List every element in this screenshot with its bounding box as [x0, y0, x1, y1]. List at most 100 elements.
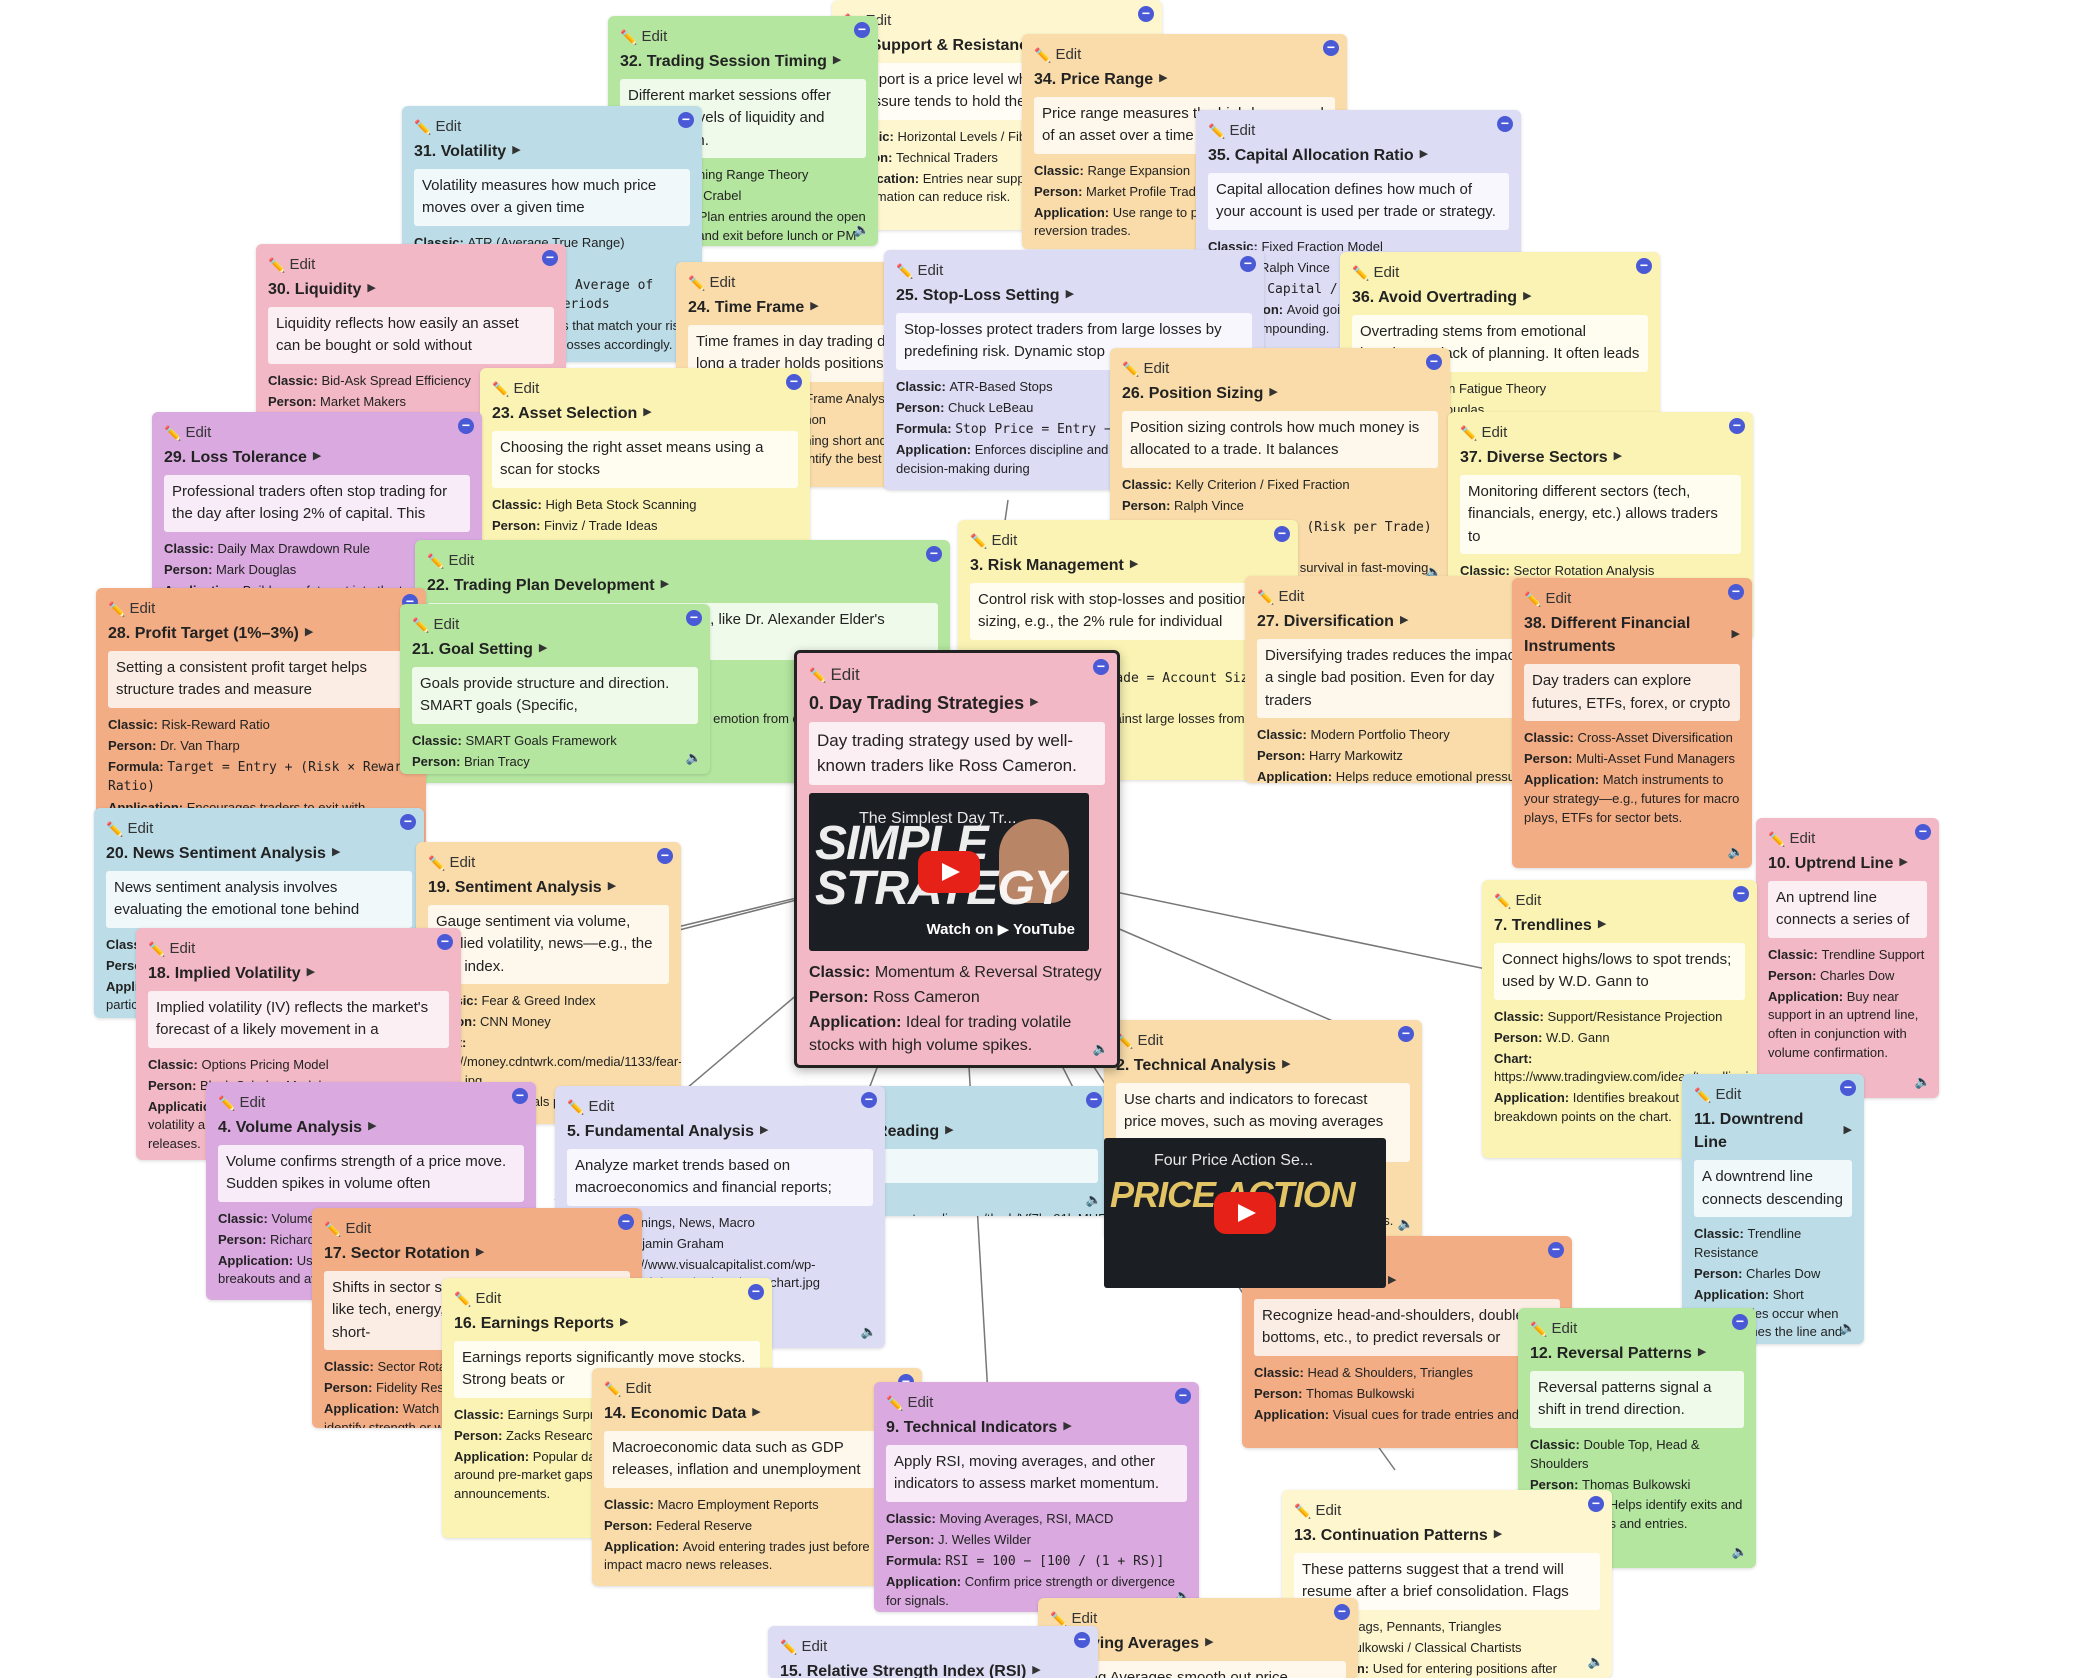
edit-button[interactable]: ✏️Edit — [218, 1092, 265, 1114]
expand-arrow-icon[interactable]: ▶ — [1269, 386, 1278, 399]
edit-button[interactable]: ✏️Edit — [428, 852, 475, 874]
collapse-button[interactable]: − — [1728, 584, 1744, 600]
speaker-icon[interactable]: 🔈 — [1425, 564, 1442, 580]
collapse-button[interactable]: − — [926, 546, 942, 562]
collapse-button[interactable]: − — [748, 1284, 764, 1300]
edit-button[interactable]: ✏️Edit — [454, 1288, 501, 1310]
node-title[interactable]: 17. Sector Rotation▶ — [324, 1242, 630, 1265]
edit-button[interactable]: ✏️Edit — [1694, 1084, 1741, 1106]
node-title[interactable]: 24. Time Frame▶ — [688, 296, 964, 319]
edit-button[interactable]: ✏️Edit — [567, 1096, 614, 1118]
speaker-icon[interactable]: 🔈 — [1092, 1041, 1109, 1057]
node-title[interactable]: 21. Goal Setting▶ — [412, 638, 698, 661]
edit-button[interactable]: ✏️Edit — [1208, 120, 1255, 142]
expand-arrow-icon[interactable]: ▶ — [760, 1124, 769, 1137]
node-title[interactable]: 10. Uptrend Line▶ — [1768, 852, 1927, 875]
collapse-button[interactable]: − — [1398, 1026, 1414, 1042]
edit-button[interactable]: ✏️Edit — [164, 422, 211, 444]
speaker-icon[interactable]: 🔈 — [1085, 1192, 1102, 1208]
expand-arrow-icon[interactable]: ▶ — [1388, 1274, 1397, 1287]
expand-arrow-icon[interactable]: ▶ — [1063, 1420, 1072, 1433]
edit-button[interactable]: ✏️Edit — [412, 614, 459, 636]
collapse-button[interactable]: − — [1588, 1496, 1604, 1512]
node-title[interactable]: 16. Earnings Reports▶ — [454, 1312, 760, 1335]
edit-button[interactable]: ✏️Edit — [1257, 586, 1304, 608]
expand-arrow-icon[interactable]: ▶ — [1419, 148, 1429, 161]
collapse-button[interactable]: − — [437, 934, 453, 950]
node-title[interactable]: 37. Diverse Sectors▶ — [1460, 446, 1741, 469]
edit-button[interactable]: ✏️Edit — [1122, 358, 1169, 380]
node-title[interactable]: 29. Loss Tolerance▶ — [164, 446, 470, 469]
expand-arrow-icon[interactable]: ▶ — [475, 1246, 485, 1259]
edit-button[interactable]: ✏️Edit — [620, 26, 667, 48]
node-title[interactable]: 22. Trading Plan Development▶ — [427, 574, 938, 597]
node-title[interactable]: 30. Liquidity▶ — [268, 278, 554, 301]
node-title[interactable]: 19. Sentiment Analysis▶ — [428, 876, 669, 899]
node-title[interactable]: 0. Day Trading Strategies▶ — [809, 690, 1105, 716]
play-button-icon[interactable] — [1214, 1192, 1276, 1234]
speaker-icon[interactable]: 🔈 — [1839, 1320, 1856, 1336]
edit-button[interactable]: ✏️Edit — [414, 116, 461, 138]
node-card-15[interactable]: ✏️Edit−15. Relative Strength Index (RSI)… — [768, 1626, 1098, 1678]
collapse-button[interactable]: − — [1426, 354, 1442, 370]
node-title[interactable]: 36. Avoid Overtrading▶ — [1352, 286, 1648, 309]
edit-button[interactable]: ✏️Edit — [1116, 1030, 1163, 1052]
speaker-icon[interactable]: 🔈 — [1731, 1544, 1748, 1560]
collapse-button[interactable]: − — [1334, 1604, 1350, 1620]
node-title[interactable]: 9. Technical Indicators▶ — [886, 1416, 1187, 1439]
node-title[interactable]: 38. Different Financial Instruments▶ — [1524, 612, 1740, 658]
expand-arrow-icon[interactable]: ▶ — [752, 1406, 761, 1419]
edit-button[interactable]: ✏️Edit — [688, 272, 735, 294]
collapse-button[interactable]: − — [1729, 418, 1745, 434]
speaker-icon[interactable]: 🔈 — [860, 1324, 877, 1340]
edit-button[interactable]: ✏️Edit — [604, 1378, 651, 1400]
expand-arrow-icon[interactable]: ▶ — [1205, 1636, 1214, 1649]
play-button-icon[interactable] — [918, 850, 980, 893]
node-title[interactable]: 26. Position Sizing▶ — [1122, 382, 1438, 405]
edit-button[interactable]: ✏️Edit — [1768, 828, 1815, 850]
collapse-button[interactable]: − — [512, 1088, 528, 1104]
edit-button[interactable]: ✏️Edit — [106, 818, 153, 840]
expand-arrow-icon[interactable]: ▶ — [304, 626, 314, 639]
expand-arrow-icon[interactable]: ▶ — [1899, 856, 1908, 869]
edit-button[interactable]: ✏️Edit — [492, 378, 539, 400]
expand-arrow-icon[interactable]: ▶ — [810, 300, 819, 313]
collapse-button[interactable]: − — [1636, 258, 1652, 274]
collapse-button[interactable]: − — [1274, 526, 1290, 542]
edit-button[interactable]: ✏️Edit — [1294, 1500, 1341, 1522]
collapse-button[interactable]: − — [678, 112, 694, 128]
edit-button[interactable]: ✏️Edit — [780, 1636, 827, 1658]
node-title[interactable]: 34. Price Range▶ — [1034, 68, 1335, 91]
collapse-button[interactable]: − — [861, 1092, 877, 1108]
node-title[interactable]: 23. Asset Selection▶ — [492, 402, 798, 425]
node-title[interactable]: 3. Risk Management▶ — [970, 554, 1286, 577]
node-card-10[interactable]: ✏️Edit−10. Uptrend Line▶An uptrend line … — [1756, 818, 1939, 1098]
node-title[interactable]: 25. Stop-Loss Setting▶ — [896, 284, 1252, 307]
collapse-button[interactable]: − — [542, 250, 558, 266]
node-card-12[interactable]: ✏️Edit−12. Reversal Patterns▶Reversal pa… — [1518, 1308, 1756, 1568]
collapse-button[interactable]: − — [657, 848, 673, 864]
expand-arrow-icon[interactable]: ▶ — [312, 450, 322, 463]
node-title[interactable]: 20. News Sentiment Analysis▶ — [106, 842, 412, 865]
node-title[interactable]: 31. Volatility▶ — [414, 140, 690, 163]
edit-button[interactable]: ✏️Edit — [1460, 422, 1507, 444]
node-title[interactable]: 32. Trading Session Timing▶ — [620, 50, 866, 73]
expand-arrow-icon[interactable]: ▶ — [1697, 1346, 1707, 1359]
edit-button[interactable]: ✏️Edit — [1524, 588, 1571, 610]
node-card-11[interactable]: ✏️Edit−11. Downtrend Line▶A downtrend li… — [1682, 1074, 1864, 1344]
node-title[interactable]: 35. Capital Allocation Ratio▶ — [1208, 144, 1509, 167]
expand-arrow-icon[interactable]: ▶ — [607, 880, 617, 893]
speaker-icon[interactable]: 🔈 — [1914, 1074, 1931, 1090]
collapse-button[interactable]: − — [1497, 116, 1513, 132]
speaker-icon[interactable]: 🔈 — [1727, 844, 1744, 860]
edit-button[interactable]: ✏️Edit — [1034, 44, 1081, 66]
node-card-14[interactable]: ✏️Edit−14. Economic Data▶Macroeconomic d… — [592, 1368, 922, 1586]
expand-arrow-icon[interactable]: ▶ — [368, 1120, 377, 1133]
expand-arrow-icon[interactable]: ▶ — [1731, 627, 1740, 640]
node-title[interactable]: 14. Economic Data▶ — [604, 1402, 910, 1425]
edit-button[interactable]: ✏️Edit — [1050, 1608, 1097, 1630]
collapse-button[interactable]: − — [786, 374, 802, 390]
collapse-button[interactable]: − — [854, 22, 870, 38]
expand-arrow-icon[interactable]: ▶ — [1129, 558, 1139, 571]
